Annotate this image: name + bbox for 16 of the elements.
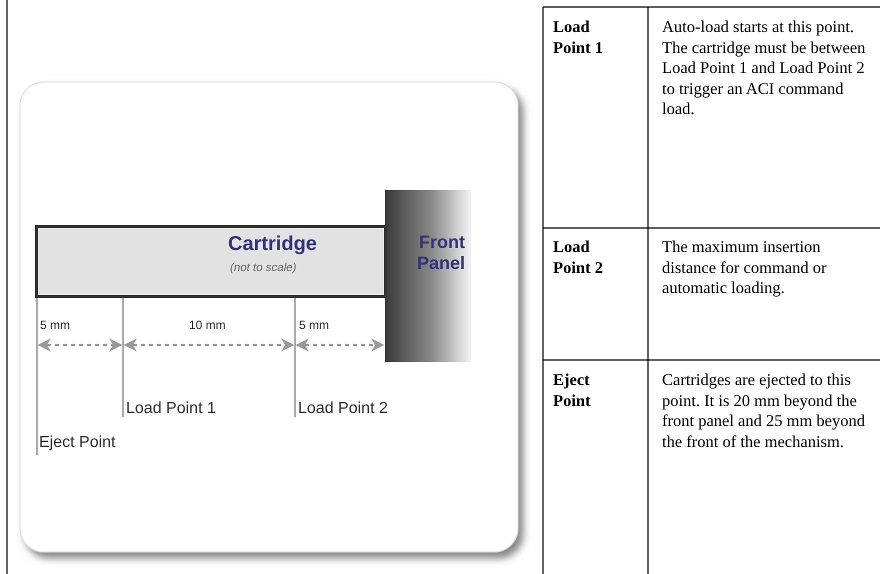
row-description: Cartridges are ejected to this point. It is 20 mm beyond the front panel and 25 mm beyond the front of the mechanism. (662, 370, 866, 452)
box-note: (not to scale) (230, 262, 296, 274)
dimension-label: 5 mm (299, 318, 329, 332)
front-panel-block (385, 190, 471, 362)
row-heading: Load Point 1 (553, 17, 603, 58)
row-description: The maximum insertion distance for command or automatic loading. (662, 237, 828, 298)
point-label: Eject Point (39, 434, 116, 452)
row-heading: Eject Point (553, 370, 592, 411)
cartridge-box (35, 225, 387, 298)
box-title: Cartridge (228, 233, 317, 256)
dimension-label: 5 mm (40, 318, 70, 332)
row-heading: Load Point 2 (553, 237, 603, 278)
point-label: Load Point 1 (126, 400, 216, 418)
point-label: Load Point 2 (298, 400, 388, 418)
row-description: Auto-load starts at this point. The cartridge must be between Load Point 1 and Load Point 2 to trigger an ACI command load. (662, 17, 866, 120)
dimension-label: 10 mm (189, 318, 226, 332)
